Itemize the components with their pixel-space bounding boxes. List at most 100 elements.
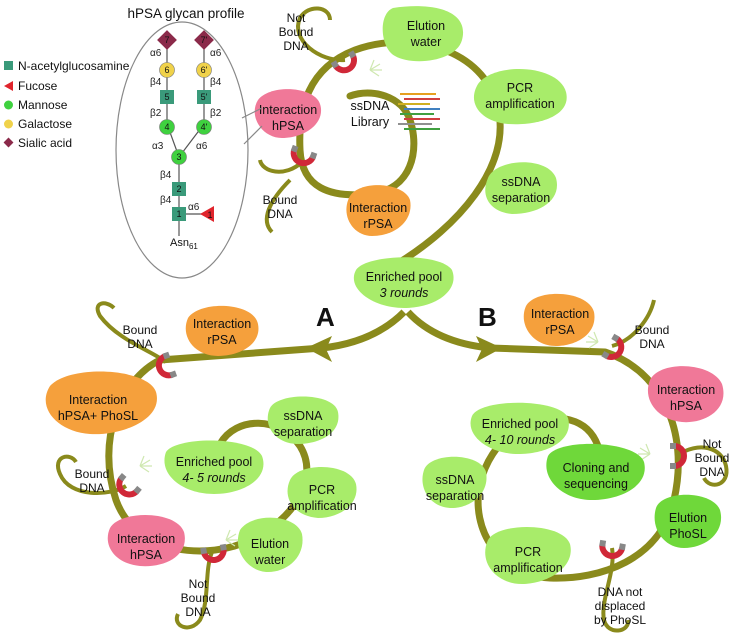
left-ssdna-label-1: ssDNA	[284, 409, 324, 423]
legend-glcnac-icon	[4, 61, 13, 70]
right-bound-label-2: DNA	[639, 337, 664, 351]
left-interaction-rpsa-label-1: Interaction	[193, 317, 251, 331]
right-interaction-hpsa-blob	[647, 366, 724, 423]
right-ssdna-blob	[422, 456, 487, 508]
left-elution-blob	[237, 517, 303, 572]
legend-fucose-label: Fucose	[18, 79, 58, 93]
left-bound-mid-label-2: DNA	[79, 481, 104, 495]
right-ssdna-label-2: separation	[426, 489, 484, 503]
top-interaction-rpsa-label-1: Interaction	[349, 201, 407, 215]
node-3-label: 3	[176, 152, 181, 162]
legend-mannose-icon	[4, 100, 13, 110]
node-6p-label: 6'	[201, 65, 208, 75]
glycan-legend: N-acetylglucosamine Fucose Mannose Galac…	[3, 59, 130, 150]
top-ssdna-label-1: ssDNA	[502, 175, 542, 189]
left-pcr-blob	[287, 466, 357, 518]
mannose-4p-icon	[196, 119, 212, 135]
right-pool-label-2: 4- 10 rounds	[485, 433, 555, 447]
top-pool-label-1: Enriched pool	[366, 270, 442, 284]
right-elution-label-2: PhoSL	[669, 527, 707, 541]
top-ssdna-label-2: separation	[492, 191, 550, 205]
link-b4-left: β4	[150, 77, 162, 88]
right-pcr-label-2: amplification	[493, 561, 563, 575]
link-b4-low: β4	[160, 195, 172, 206]
top-interaction-hpsa-label-2: hPSA	[272, 119, 305, 133]
asn-label: Asn61	[170, 237, 198, 251]
right-elution-blob	[654, 494, 722, 548]
node-1-label: 1	[176, 209, 181, 219]
link-b4-right: β4	[210, 77, 222, 88]
node-2-label: 2	[176, 184, 181, 194]
glycan-outline	[115, 21, 249, 279]
left-pool-label-1: Enriched pool	[176, 455, 252, 469]
library-label-2: Library	[351, 115, 390, 129]
link-b2-right: β2	[210, 108, 222, 119]
top-interaction-hpsa-label-1: Interaction	[259, 103, 317, 117]
glcnac-5p-icon	[197, 90, 211, 104]
legend-fucose-icon	[4, 81, 13, 91]
top-ssdna-blob	[485, 162, 557, 214]
left-interaction-phosl-blob	[45, 371, 157, 435]
node-4p-label: 4'	[201, 122, 208, 132]
top-elution-label-1: Elution	[407, 19, 445, 33]
link-b2-left: β2	[150, 108, 162, 119]
left-interaction-hpsa-label-1: Interaction	[117, 532, 175, 546]
node-7-label: 7	[164, 35, 169, 45]
top-pool-label-2: 3 rounds	[380, 286, 429, 300]
top-pcr-label-2: amplification	[485, 97, 555, 111]
left-bound-top-label-1: Bound	[123, 323, 158, 337]
link-a6-mid: α6	[196, 141, 208, 152]
branch-arrows: A B	[159, 302, 606, 364]
right-interaction-rpsa-label-1: Interaction	[531, 307, 589, 321]
right-pool-blob	[470, 402, 569, 454]
left-notbound-label-3: DNA	[185, 605, 210, 619]
right-notdisplaced-label-2: displaced	[595, 599, 646, 613]
left-pool-label-2: 4- 5 rounds	[182, 471, 245, 485]
left-pcr-label-1: PCR	[309, 483, 335, 497]
node-4-label: 4	[164, 122, 169, 132]
top-notbound-label-3: DNA	[283, 39, 308, 53]
node-5-label: 5	[164, 92, 169, 102]
label-a: A	[316, 302, 335, 332]
library-strands-icon	[398, 93, 440, 130]
left-elution-label-1: Elution	[251, 537, 289, 551]
left-interaction-phosl-label-1: Interaction	[69, 393, 127, 407]
legend-glcnac-label: N-acetylglucosamine	[18, 59, 130, 73]
right-ssdna-label-1: ssDNA	[436, 473, 476, 487]
top-notbound-branch	[296, 6, 346, 63]
legend-sialic-label: Sialic acid	[18, 136, 72, 150]
legend-galactose-icon	[4, 119, 13, 129]
right-elution-label-1: Elution	[669, 511, 707, 525]
legend-sialic-icon	[3, 137, 14, 148]
node-fucose-label: 1	[207, 210, 212, 220]
glycan-panel: hPSA glycan profile 7 7' 6 6' 5 5'	[3, 6, 263, 279]
right-pcr-label-1: PCR	[515, 545, 541, 559]
left-bound-top-label-2: DNA	[127, 337, 152, 351]
right-notdisplaced-label-1: DNA not	[598, 585, 643, 599]
galactose-6-icon	[159, 62, 175, 78]
right-cloning-blob	[546, 443, 645, 500]
right-pcr-blob	[485, 526, 571, 584]
right-interaction-hpsa-label-2: hPSA	[670, 399, 703, 413]
